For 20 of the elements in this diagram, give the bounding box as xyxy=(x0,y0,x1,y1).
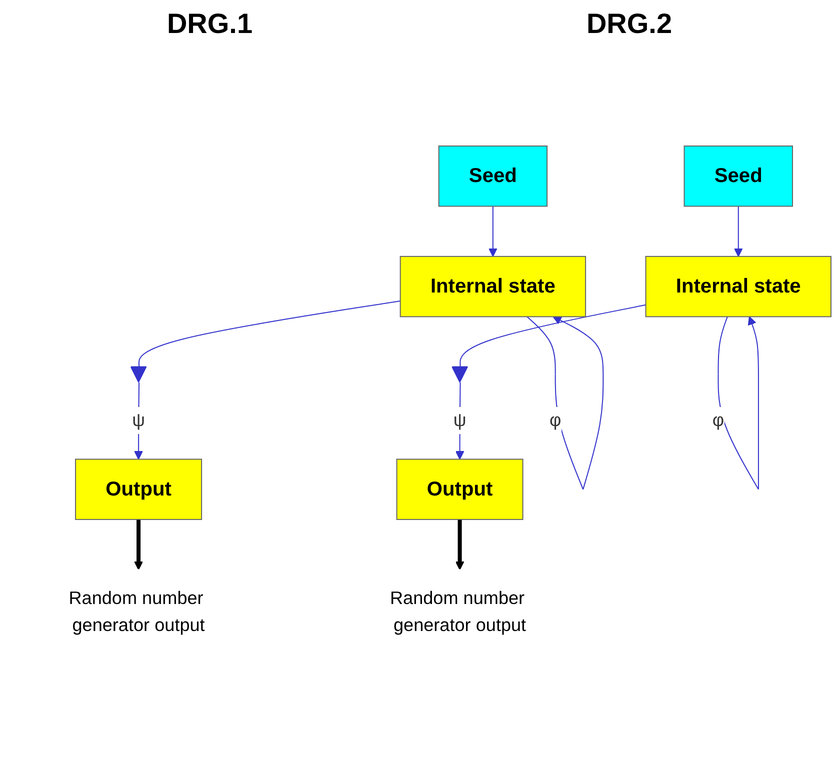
node-box: Internal state xyxy=(645,256,832,318)
arrow xyxy=(134,519,143,570)
edge-label: ψ xyxy=(132,410,145,430)
node-box: Seed xyxy=(684,146,793,207)
edge-label: φ xyxy=(549,410,562,430)
node-text: Random number generator output xyxy=(390,588,526,635)
node-text: Random number generator output xyxy=(68,588,205,635)
node-box: Internal state xyxy=(400,256,586,318)
arrow xyxy=(734,206,743,257)
edge-label: φ xyxy=(712,410,724,430)
connector xyxy=(138,300,400,368)
node-box: Seed xyxy=(438,146,548,207)
arrow xyxy=(488,206,498,257)
node-box: Output xyxy=(396,458,524,520)
node-box: Output xyxy=(75,458,202,520)
column-heading: DRG.1 xyxy=(166,8,253,40)
connector xyxy=(460,304,646,368)
column-heading: DRG.2 xyxy=(586,8,672,40)
arrow xyxy=(455,519,464,570)
edge-label: ψ xyxy=(453,410,466,430)
